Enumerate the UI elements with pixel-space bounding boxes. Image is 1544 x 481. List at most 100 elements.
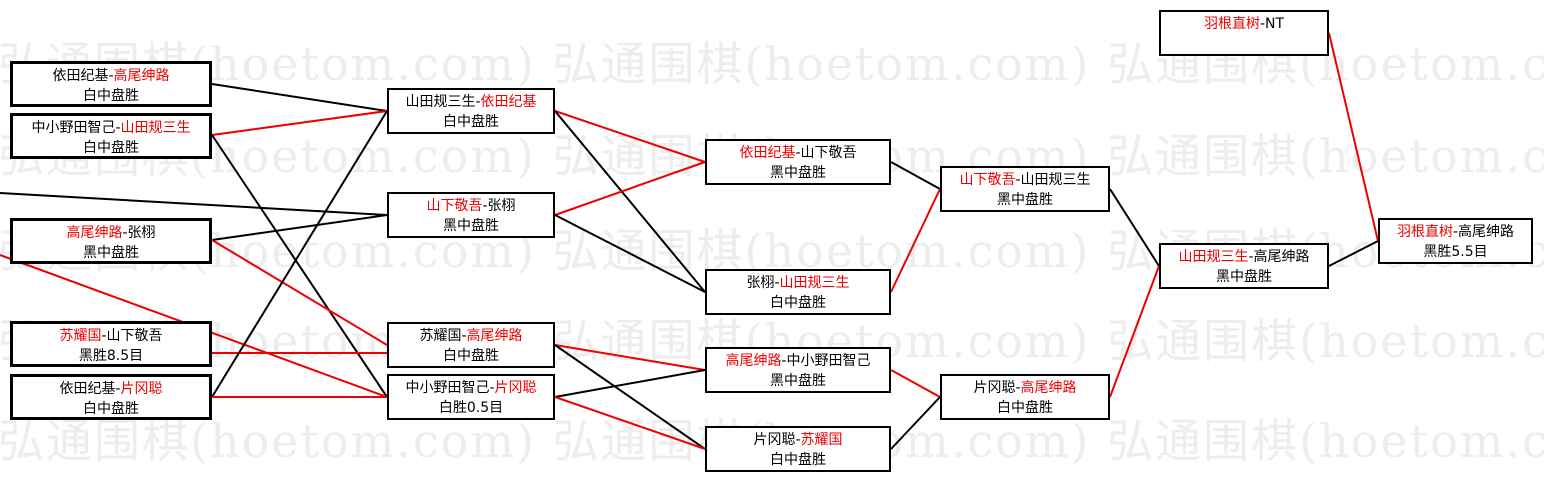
separator: -	[108, 68, 114, 84]
match-result: 黑中盘胜	[443, 218, 499, 234]
loser-connector	[554, 344, 706, 450]
match-box: 山下敬吾-山田规三生黑中盘胜	[940, 166, 1110, 212]
match-result: 白中盘胜	[997, 400, 1053, 416]
match-box: 片冈聪-高尾绅路白中盘胜	[940, 374, 1110, 420]
match-box: 苏耀国-高尾绅路白中盘胜	[387, 322, 555, 368]
separator: -	[101, 328, 107, 344]
player-1: 高尾绅路	[66, 225, 123, 241]
match-players: 山田规三生-高尾绅路	[1161, 247, 1327, 267]
match-box: 山下敬吾-张栩黑中盘胜	[387, 192, 555, 238]
loser-connector	[211, 134, 388, 398]
player-2: 山下敬吾	[800, 145, 857, 161]
separator: -	[1015, 380, 1021, 396]
separator: -	[115, 381, 121, 397]
loser-connector	[1328, 240, 1379, 267]
match-players: 中小野田智己-片冈聪	[389, 378, 553, 398]
player-1: 高尾绅路	[725, 353, 782, 369]
loser-connector	[554, 110, 706, 293]
match-players: 山田规三生-依田纪基	[389, 92, 553, 112]
match-box: 张栩-山田规三生白中盘胜	[705, 269, 891, 315]
separator: -	[115, 120, 121, 136]
winner-connector	[1109, 265, 1160, 398]
match-box: 山田规三生-高尾绅路黑中盘胜	[1159, 243, 1329, 289]
separator: -	[482, 198, 488, 214]
match-result: 黑中盘胜	[1216, 269, 1272, 285]
player-1: 依田纪基	[59, 381, 116, 397]
player-1: 羽根直树	[1203, 16, 1260, 32]
match-box: 山田规三生-依田纪基白中盘胜	[387, 88, 555, 134]
match-players: 片冈聪-苏耀国	[707, 430, 889, 450]
player-1: 片冈聪	[973, 380, 1016, 396]
player-2: 片冈聪	[494, 380, 537, 396]
winner-connector	[554, 396, 706, 450]
player-2: 张栩	[127, 225, 156, 241]
match-players: 中小野田智己-山田规三生	[13, 118, 209, 138]
player-2: 中小野田智己	[786, 353, 871, 369]
loser-connector	[890, 161, 941, 190]
match-box: 依田纪基-山下敬吾黑中盘胜	[705, 139, 891, 185]
match-box: 中小野田智己-片冈聪白胜0.5目	[387, 374, 555, 420]
player-2: NT	[1265, 16, 1285, 32]
match-box: 苏耀国-山下敬吾黑胜8.5目	[10, 321, 212, 367]
match-result: 黑中盘胜	[770, 165, 826, 181]
match-result: 白中盘胜	[83, 88, 139, 104]
separator: -	[1015, 172, 1021, 188]
match-players: 羽根直树-NT	[1161, 14, 1327, 34]
player-1: 羽根直树	[1396, 224, 1453, 240]
match-result: 白中盘胜	[443, 114, 499, 130]
match-players: 依田纪基-片冈聪	[13, 379, 209, 399]
player-1: 山下敬吾	[426, 198, 483, 214]
separator: -	[1452, 224, 1459, 240]
loser-connector	[554, 214, 706, 293]
separator: -	[489, 380, 495, 396]
match-players: 依田纪基-高尾绅路	[13, 66, 209, 86]
player-2: 片冈聪	[120, 381, 163, 397]
player-1: 中小野田智己	[31, 120, 116, 136]
match-result: 黑中盘胜	[997, 192, 1053, 208]
match-players: 片冈聪-高尾绅路	[942, 378, 1108, 398]
winner-connector	[1328, 32, 1379, 242]
winner-connector	[554, 110, 706, 163]
separator: -	[795, 432, 801, 448]
match-result: 白中盘胜	[443, 348, 499, 364]
separator: -	[1259, 16, 1266, 32]
separator: -	[1248, 249, 1254, 265]
match-result: 白中盘胜	[770, 295, 826, 311]
player-2: 山田规三生	[1020, 172, 1091, 188]
player-1: 山下敬吾	[959, 172, 1016, 188]
match-result: 黑胜8.5目	[78, 348, 144, 364]
player-1: 依田纪基	[739, 145, 796, 161]
player-2: 高尾绅路	[466, 328, 523, 344]
player-2: 依田纪基	[480, 94, 537, 110]
player-1: 片冈聪	[753, 432, 796, 448]
player-2: 高尾绅路	[1253, 249, 1310, 265]
match-box: 羽根直树-NT	[1159, 10, 1329, 56]
match-box: 羽根直树-高尾绅路黑胜5.5目	[1378, 218, 1533, 264]
player-2: 山田规三生	[120, 120, 191, 136]
separator: -	[122, 225, 128, 241]
match-players: 山下敬吾-张栩	[389, 196, 553, 216]
player-2: 山田规三生	[779, 275, 850, 291]
match-box: 高尾绅路-张栩黑中盘胜	[10, 218, 212, 264]
match-box: 依田纪基-高尾绅路白中盘胜	[10, 61, 212, 107]
match-result: 白中盘胜	[83, 401, 139, 417]
loser-connector	[211, 214, 388, 241]
match-players: 高尾绅路-中小野田智己	[707, 351, 889, 371]
winner-connector	[211, 239, 388, 346]
player-2: 张栩	[487, 198, 516, 214]
match-box: 依田纪基-片冈聪白中盘胜	[10, 374, 212, 420]
player-1: 苏耀国	[419, 328, 462, 344]
player-2: 高尾绅路	[1458, 224, 1515, 240]
player-2: 苏耀国	[800, 432, 843, 448]
separator: -	[774, 275, 780, 291]
match-players: 苏耀国-山下敬吾	[13, 326, 209, 346]
player-1: 张栩	[746, 275, 775, 291]
player-1: 依田纪基	[52, 68, 109, 84]
match-box: 片冈聪-苏耀国白中盘胜	[705, 426, 891, 472]
match-players: 苏耀国-高尾绅路	[389, 326, 553, 346]
winner-connector	[890, 369, 941, 398]
loser-connector	[554, 369, 706, 398]
match-players: 山下敬吾-山田规三生	[942, 170, 1108, 190]
match-players: 依田纪基-山下敬吾	[707, 143, 889, 163]
